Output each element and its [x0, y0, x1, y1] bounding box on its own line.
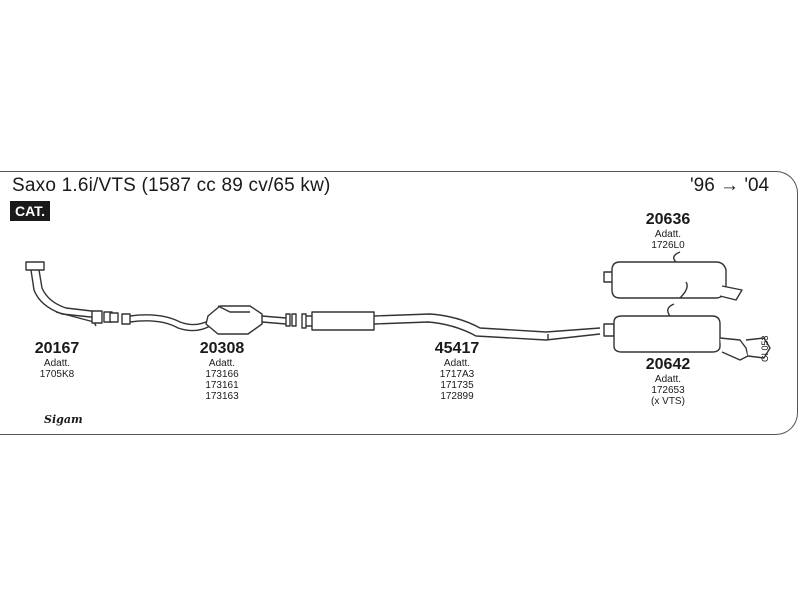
- adapt-ref: 173163: [205, 391, 239, 402]
- part-label-20308: 20308 Adatt. 173166 173161 173163: [190, 340, 254, 402]
- catalyst-20308: [121, 305, 297, 335]
- adapt-label: Adatt.: [443, 358, 471, 369]
- adapt-label: Adatt.: [654, 229, 682, 240]
- rear-silencer-20636: [603, 251, 743, 301]
- adapt-label: Adatt.: [208, 358, 236, 369]
- part-number: 20642: [645, 356, 691, 373]
- diagram-code: CI 053: [760, 335, 770, 362]
- adapt-ref: 173161: [205, 380, 239, 391]
- adapt-ref: (x VTS): [651, 396, 685, 407]
- diagram-frame: [0, 171, 798, 435]
- part-number: 20636: [645, 211, 691, 228]
- adapt-label: Adatt.: [43, 358, 71, 369]
- adapt-label: Adatt.: [654, 374, 682, 385]
- adapt-ref: 1726L0: [651, 240, 685, 251]
- adapt-ref: 1717A3: [439, 369, 475, 380]
- cat-badge: CAT.: [10, 201, 51, 221]
- part-number: 20167: [34, 340, 80, 357]
- adapt-ref: 172653: [651, 385, 685, 396]
- front-pipe-20167: [25, 261, 119, 327]
- part-number: 45417: [434, 340, 480, 357]
- part-label-20642: 20642 Adatt. 172653 (x VTS): [636, 356, 700, 407]
- rear-silencer-20642: [603, 303, 771, 361]
- part-label-20167: 20167 Adatt. 1705K8: [28, 340, 86, 380]
- year-range: '96 → '04: [690, 175, 770, 196]
- adapt-ref: 1705K8: [39, 369, 75, 380]
- part-label-20636: 20636 Adatt. 1726L0: [636, 211, 700, 251]
- center-silencer-45417: [301, 311, 601, 341]
- adapt-ref: 173166: [205, 369, 239, 380]
- adapt-ref: 172899: [440, 391, 474, 402]
- vehicle-title: Saxo 1.6i/VTS (1587 cc 89 cv/65 kw): [12, 175, 331, 196]
- adapt-ref: 171735: [440, 380, 474, 391]
- part-number: 20308: [199, 340, 245, 357]
- part-label-45417: 45417 Adatt. 1717A3 171735 172899: [426, 340, 488, 402]
- sigam-logo: Sigam: [44, 413, 83, 426]
